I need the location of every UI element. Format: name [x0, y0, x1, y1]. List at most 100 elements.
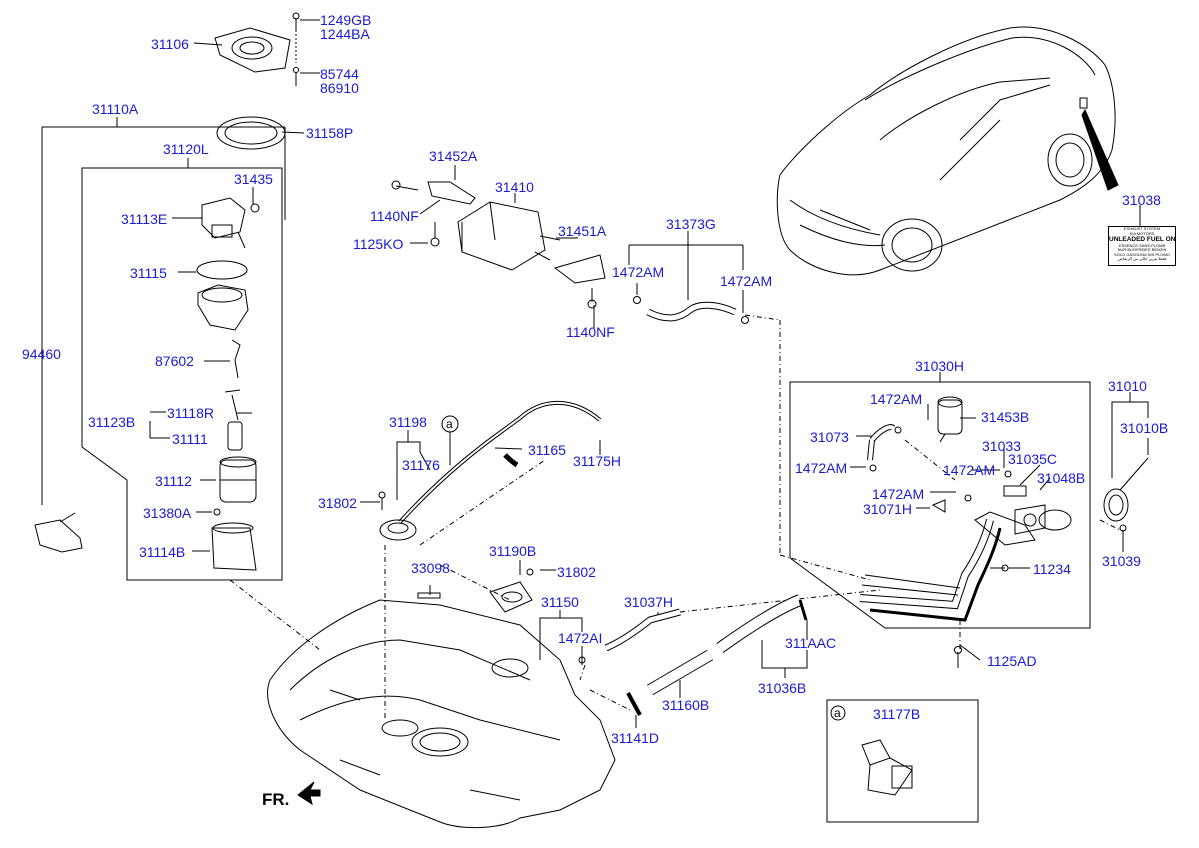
part-label-31452a[interactable]: 31452A — [429, 148, 478, 164]
part-label-1472am-f[interactable]: 1472AM — [872, 486, 925, 502]
part-label-31037h[interactable]: 31037H — [624, 594, 674, 610]
part-label-86910[interactable]: 86910 — [320, 80, 359, 96]
part-label-31451a[interactable]: 31451A — [558, 223, 607, 239]
part-label-31030h[interactable]: 31030H — [915, 358, 965, 374]
part-label-1125ko[interactable]: 1125KO — [353, 236, 404, 252]
part-label-31176[interactable]: 31176 — [402, 457, 440, 473]
part-label-1249gb[interactable]: 1249GB — [320, 12, 372, 28]
part-label-31123b[interactable]: 31123B — [88, 414, 136, 430]
part-label-87602[interactable]: 87602 — [155, 353, 194, 369]
part-label-1472ai[interactable]: 1472AI — [558, 630, 603, 646]
part-label-31198[interactable]: 31198 — [389, 414, 427, 430]
part-label-31111[interactable]: 31111 — [172, 431, 208, 447]
filler-hose-31036b — [716, 594, 803, 653]
part-label-31802-a[interactable]: 31802 — [318, 495, 357, 511]
bolt-31802-a — [378, 491, 386, 499]
callout-a-circle — [441, 415, 459, 433]
level-sender — [34, 512, 83, 553]
part-label-31036b[interactable]: 31036B — [758, 680, 807, 696]
part-label-31039[interactable]: 31039 — [1102, 553, 1141, 569]
hose-31165 — [503, 453, 519, 468]
part-label-31118r[interactable]: 31118R — [167, 405, 214, 421]
part-label-31010b[interactable]: 31010B — [1120, 420, 1169, 436]
bolt-31802-b — [526, 568, 534, 576]
part-label-31158p[interactable]: 31158P — [306, 125, 354, 141]
part-label-31373g[interactable]: 31373G — [666, 216, 716, 232]
fuel-cap — [1103, 457, 1149, 522]
part-label-31038[interactable]: 31038 — [1122, 192, 1161, 208]
part-label-1472am-a[interactable]: 1472AM — [612, 264, 665, 280]
module-cover-plate — [214, 27, 291, 73]
part-label-85744[interactable]: 85744 — [320, 66, 359, 82]
front-direction-label: FR. — [262, 790, 290, 809]
part-label-31165[interactable]: 31165 — [528, 442, 566, 458]
vehicle-illustration — [776, 26, 1116, 276]
sticker-line-2: KIA MOTORS — [1129, 230, 1155, 236]
part-label-1472am-b[interactable]: 1472AM — [720, 273, 773, 289]
part-label-311aac[interactable]: 311AAC — [785, 635, 837, 651]
part-label-31110a[interactable]: 31110A — [92, 101, 139, 117]
bolt-11234 — [990, 564, 1009, 572]
part-label-1472am-d[interactable]: 1472AM — [795, 460, 848, 476]
part-label-1244ba[interactable]: 1244BA — [320, 26, 370, 42]
fuel-tank — [267, 599, 616, 829]
part-label-1125ad[interactable]: 1125AD — [987, 653, 1037, 669]
part-label-31033[interactable]: 31033 — [982, 438, 1021, 454]
part-label-31160b[interactable]: 31160B — [662, 697, 710, 713]
part-label-11234[interactable]: 11234 — [1033, 561, 1071, 577]
part-label-31010[interactable]: 31010 — [1108, 378, 1147, 394]
part-label-1472am-e[interactable]: 1472AM — [943, 462, 996, 478]
part-label-31071h[interactable]: 31071H — [863, 501, 913, 517]
pump-upper-body — [197, 284, 249, 331]
part-label-1140nf-b[interactable]: 1140NF — [566, 324, 615, 340]
sticker-line-7: فقط بنزين خالي من الرصاص — [1117, 256, 1167, 262]
clip-31177b — [861, 739, 913, 796]
part-label-31073[interactable]: 31073 — [810, 429, 849, 445]
pump-flange — [201, 197, 260, 249]
clamp-31073 — [894, 426, 902, 434]
part-label-31177b[interactable]: 31177B — [873, 706, 921, 722]
part-label-31380a[interactable]: 31380A — [143, 505, 192, 521]
part-label-31453b[interactable]: 31453B — [981, 409, 1030, 425]
part-label-31114b[interactable]: 31114B — [139, 544, 186, 560]
part-label-31120l[interactable]: 31120L — [163, 141, 209, 157]
bolt-1125ad — [954, 646, 962, 668]
clip-311aac — [798, 599, 808, 621]
part-label-31141d[interactable]: 31141D — [611, 730, 660, 746]
sticker-line-1: EXHAUST SYSTEM — [1123, 226, 1161, 231]
part-label-31175h[interactable]: 31175H — [573, 453, 622, 469]
part-label-31112[interactable]: 31112 — [155, 473, 192, 489]
seal-ring — [216, 116, 286, 150]
bolt-1125ko — [430, 222, 440, 247]
wire — [231, 339, 241, 379]
callout-label-a-tank: a — [446, 417, 453, 431]
part-label-31048b[interactable]: 31048B — [1037, 470, 1086, 486]
leader-lines — [41, 19, 1149, 728]
part-label-31150[interactable]: 31150 — [541, 594, 579, 610]
part-label-31410[interactable]: 31410 — [495, 179, 534, 195]
hose-31073 — [867, 424, 896, 461]
clamp-1472am-f — [964, 494, 972, 502]
part-label-31802-b[interactable]: 31802 — [557, 564, 596, 580]
filler-neck — [859, 504, 1072, 622]
callout-circle — [830, 705, 846, 721]
cover-31190b — [489, 581, 533, 613]
part-label-31435[interactable]: 31435 — [234, 171, 273, 187]
canister — [457, 201, 561, 271]
part-label-1472am-c[interactable]: 1472AM — [870, 391, 923, 407]
part-label-31113e[interactable]: 31113E — [121, 211, 168, 227]
sticker-line-6: SOLO GASOLINA SIN PLOMO — [1114, 251, 1170, 257]
part-label-31106[interactable]: 31106 — [151, 36, 189, 52]
part-label-31035c[interactable]: 31035C — [1008, 451, 1058, 467]
part-label-1140nf-a[interactable]: 1140NF — [370, 208, 419, 224]
pump-plate-31198 — [379, 519, 417, 541]
part-label-31190b[interactable]: 31190B — [489, 543, 537, 559]
sticker-line-3: UNLEADED FUEL ONLY — [1109, 236, 1176, 244]
part-label-31115[interactable]: 31115 — [130, 265, 167, 281]
front-arrow — [297, 781, 321, 806]
part-label-94460[interactable]: 94460 — [22, 346, 61, 362]
part-label-33098[interactable]: 33098 — [411, 560, 450, 576]
filler-hose-31037h — [604, 608, 681, 652]
